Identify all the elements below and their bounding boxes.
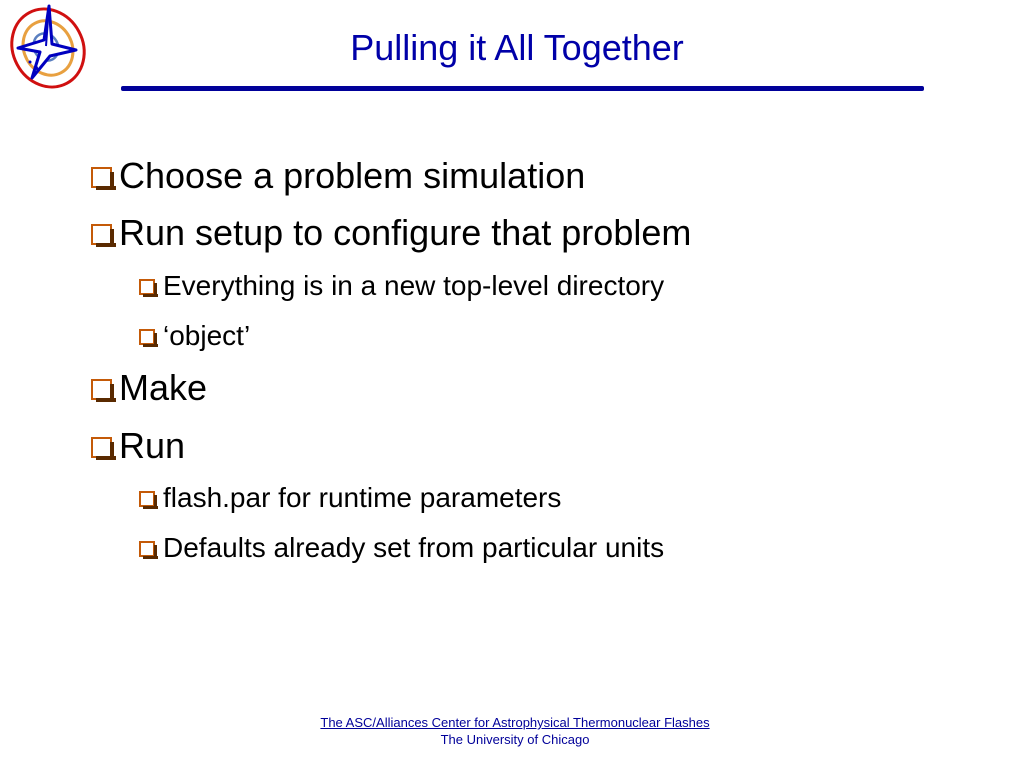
bullet-item: Choose a problem simulation <box>91 154 585 198</box>
checkbox-square-icon <box>91 166 116 190</box>
checkbox-square-icon <box>139 541 158 559</box>
sub-bullet-text: Everything is in a new top-level directo… <box>163 270 665 301</box>
checkbox-square-icon <box>91 436 116 460</box>
checkbox-square-icon <box>139 329 158 347</box>
sub-bullet-item: flash.par for runtime parameters <box>139 481 561 515</box>
university-name: The University of Chicago <box>440 732 590 747</box>
footer: The ASC/Alliances Center for Astrophysic… <box>250 714 780 748</box>
bullet-item: Make <box>91 366 207 410</box>
checkbox-square-icon <box>139 279 158 297</box>
flash-center-logo <box>10 4 86 89</box>
sub-bullet-text: ‘object’ <box>163 320 251 351</box>
title-divider <box>121 86 924 91</box>
bullet-text: Make <box>119 367 208 408</box>
bullet-text: Choose a problem simulation <box>119 155 586 196</box>
bullet-item: Run setup to configure that problem <box>91 211 691 255</box>
checkbox-square-icon <box>91 378 116 402</box>
bullet-text: Run <box>119 425 186 466</box>
sub-bullet-text: flash.par for runtime parameters <box>163 482 562 513</box>
sub-bullet-item: Defaults already set from particular uni… <box>139 531 664 565</box>
checkbox-square-icon <box>91 223 116 247</box>
sub-bullet-item: ‘object’ <box>139 319 250 353</box>
bullet-text: Run setup to configure that problem <box>119 212 692 253</box>
bullet-item: Run <box>91 424 185 468</box>
sub-bullet-item: Everything is in a new top-level directo… <box>139 269 664 303</box>
checkbox-square-icon <box>139 491 158 509</box>
sub-bullet-text: Defaults already set from particular uni… <box>163 532 665 563</box>
slide-title: Pulling it All Together <box>350 27 684 68</box>
organization-link[interactable]: The ASC/Alliances Center for Astrophysic… <box>320 715 710 730</box>
